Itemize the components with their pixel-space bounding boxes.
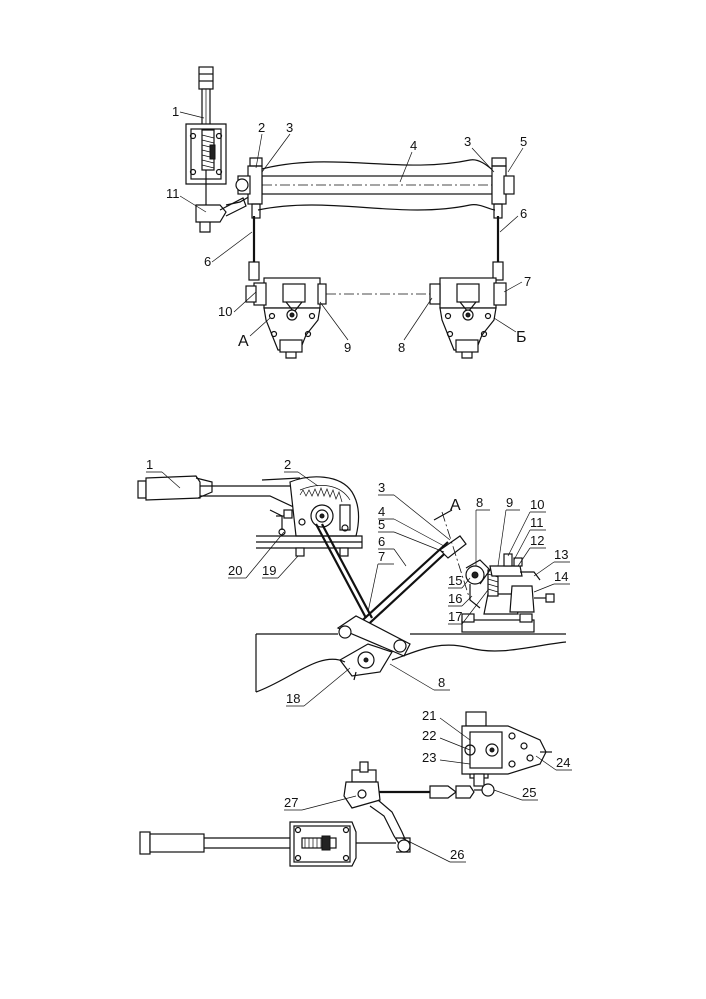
side-callout-2: 2 — [284, 457, 291, 472]
side-callout-16: 16 — [448, 591, 462, 606]
side-callout-13: 13 — [554, 547, 568, 562]
side-callout-11: 11 — [530, 515, 544, 530]
top-callout-10: 10 — [218, 304, 232, 319]
top-callout-6a: 6 — [520, 206, 527, 221]
side-callout-17: 17 — [448, 609, 462, 624]
bottom-view-drawing — [139, 711, 572, 867]
side-callout-18: 18 — [286, 691, 300, 706]
top-callout-1: 1 — [172, 104, 179, 119]
view-letter-b: Б — [516, 329, 527, 346]
bottom-callout-25: 25 — [522, 785, 536, 800]
top-callout-4: 4 — [410, 138, 417, 153]
top-callout-11: 11 — [166, 186, 180, 201]
top-callout-3a: 3 — [286, 120, 293, 135]
top-callout-8: 8 — [398, 340, 405, 355]
top-callout-9: 9 — [344, 340, 351, 355]
side-callout-8a: 8 — [476, 495, 483, 510]
top-callout-2: 2 — [258, 120, 265, 135]
bottom-callout-26: 26 — [450, 847, 464, 862]
side-view-drawing — [137, 471, 570, 707]
side-callout-12: 12 — [530, 533, 544, 548]
top-callout-5: 5 — [520, 134, 527, 149]
top-callout-7: 7 — [524, 274, 531, 289]
side-callout-9: 9 — [506, 495, 513, 510]
side-callout-15: 15 — [448, 573, 462, 588]
view-letter-a: А — [238, 333, 249, 350]
side-callout-19: 19 — [262, 563, 276, 578]
side-callout-20: 20 — [228, 563, 242, 578]
side-callout-10: 10 — [530, 497, 544, 512]
side-callout-14: 14 — [554, 569, 568, 584]
top-callout-6b: 6 — [204, 254, 211, 269]
top-view-drawing — [179, 66, 524, 359]
bottom-callout-23: 23 — [422, 750, 436, 765]
side-callout-1: 1 — [146, 457, 153, 472]
side-callout-4: 4 — [378, 504, 385, 519]
side-callout-6: 6 — [378, 534, 385, 549]
side-callout-8b: 8 — [438, 675, 445, 690]
side-callout-5: 5 — [378, 517, 385, 532]
side-callout-7: 7 — [378, 549, 385, 564]
top-callout-3b: 3 — [464, 134, 471, 149]
bottom-callout-22: 22 — [422, 728, 436, 743]
side-letter-a: А — [450, 497, 461, 514]
bottom-callout-24: 24 — [556, 755, 570, 770]
bottom-callout-27: 27 — [284, 795, 298, 810]
bottom-callout-21: 21 — [422, 708, 436, 723]
side-callout-3: 3 — [378, 480, 385, 495]
